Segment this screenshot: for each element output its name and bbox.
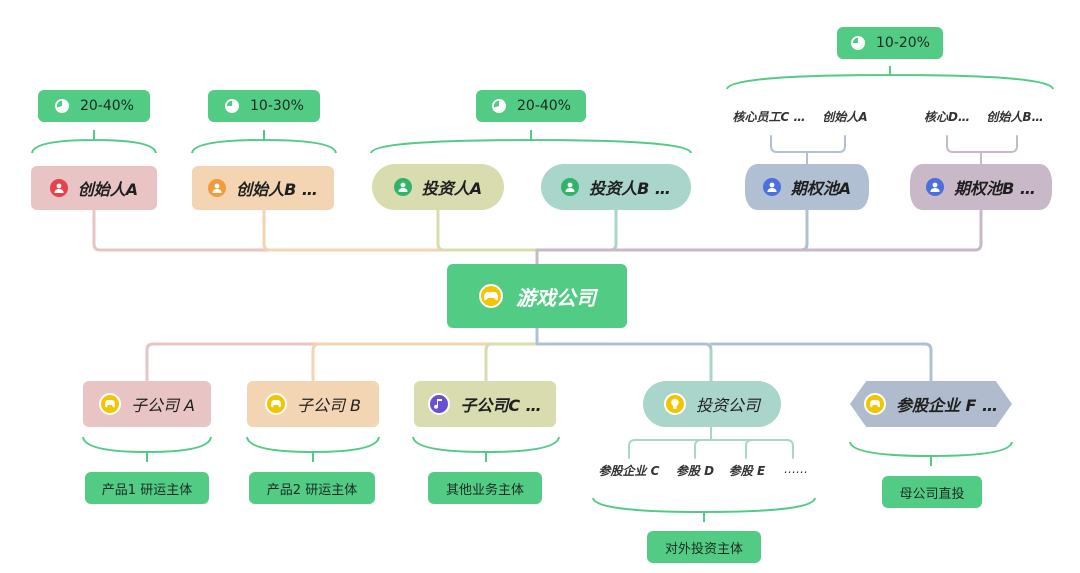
node-invest-co[interactable]: 投资公司 [643,381,781,427]
note-tag[interactable]: 产品1 研运主体 [85,472,209,504]
share-range-badge[interactable]: 10-20% [837,27,943,59]
share-range-label: 20-40% [80,98,134,114]
node-sub-c[interactable]: 子公司C … [414,381,556,427]
bracket-founder-a [31,130,157,154]
share-range-badge[interactable]: 20-40% [38,90,150,122]
share-range-label: 10-30% [250,98,304,114]
connector-equity-f [709,342,933,382]
pie-chart-icon [55,99,69,113]
share-range-label: 20-40% [517,98,571,114]
node-investor-a[interactable]: 投资人A [372,164,504,210]
connector-investor-a [436,208,539,252]
connector-founder-b [262,208,539,252]
connector-sub-b [311,342,539,382]
pool-b-member-bracket [946,135,1018,166]
pie-chart-icon [492,99,506,113]
invest-child[interactable]: 参股 E [728,464,766,478]
node-game-company[interactable]: 游戏公司 [447,264,627,328]
node-sub-b[interactable]: 子公司 B [247,381,379,427]
node-sub-a[interactable]: 子公司 A [83,381,211,427]
pool-a-member-bracket [770,135,846,166]
user-icon [49,179,68,197]
node-label: 子公司 B [296,396,362,415]
node-option-pool-a[interactable]: 期权池A [745,164,869,210]
node-label: 创始人A [77,180,139,199]
note-tag[interactable]: 对外投资主体 [647,531,761,563]
node-label: 投资人A [421,179,483,198]
node-label: 期权池B … [954,179,1036,198]
invest-co-children-bracket [628,424,794,459]
note-tag[interactable]: 其他业务主体 [428,472,542,504]
user-icon [762,178,781,196]
node-label: 子公司 A [130,396,196,415]
note-tag[interactable]: 产品2 研运主体 [249,472,375,504]
connector-pool-b [535,208,983,252]
note-tag[interactable]: 母公司直投 [882,476,982,508]
node-label: 投资公司 [695,396,760,415]
pool-member[interactable]: 创始人B… [986,110,1044,124]
user-icon [926,178,945,196]
bracket-invest-co [592,497,816,522]
share-range-badge[interactable]: 20-40% [476,90,586,122]
center-label: 游戏公司 [516,285,596,310]
gamepad-icon [863,393,886,415]
node-founder-b[interactable]: 创始人B … [192,166,334,210]
node-investor-b[interactable]: 投资人B … [541,164,691,210]
user-icon [561,178,580,196]
connector-investor-b [535,208,618,252]
connector-sub-c [484,342,539,382]
pool-member[interactable]: 核心员工C … [732,110,806,124]
connector-pool-a [535,208,809,252]
node-label: 创始人B … [236,180,318,199]
invest-child[interactable]: …… [784,462,808,476]
connector-invest-co [535,342,713,382]
gamepad-icon [98,393,121,415]
share-range-badge[interactable]: 10-30% [208,90,320,122]
user-icon [393,178,412,196]
bracket-equity-f [849,441,1013,466]
bracket-sub-a [82,436,212,462]
invest-child[interactable]: 参股 D [675,464,715,478]
bracket-sub-b [246,436,380,462]
node-founder-a[interactable]: 创始人A [31,166,157,210]
pie-chart-icon [851,36,865,50]
bracket-investors [370,130,692,154]
node-option-pool-b[interactable]: 期权池B … [910,164,1052,210]
user-icon [208,179,227,197]
lightbulb-icon [663,393,686,415]
pool-member[interactable]: 核心D… [924,110,970,124]
node-equity-f[interactable]: 参股企业 F … [850,381,1012,427]
node-label: 期权池A [790,179,852,198]
connector-founder-a [92,208,539,252]
connector-sub-a [145,342,539,382]
gamepad-icon [264,393,287,415]
invest-child[interactable]: 参股企业 C [598,464,660,478]
pool-member[interactable]: 创始人A [822,110,868,124]
bracket-option-pools [726,66,1054,90]
bracket-founder-b [191,130,337,154]
music-icon [428,393,451,415]
node-label: 参股企业 F … [895,396,999,415]
bracket-sub-c [412,436,560,462]
node-label: 子公司C … [460,396,542,415]
pie-chart-icon [225,99,239,113]
share-range-label: 10-20% [876,35,930,51]
node-label: 投资人B … [589,179,671,198]
gamepad-icon [479,284,503,308]
